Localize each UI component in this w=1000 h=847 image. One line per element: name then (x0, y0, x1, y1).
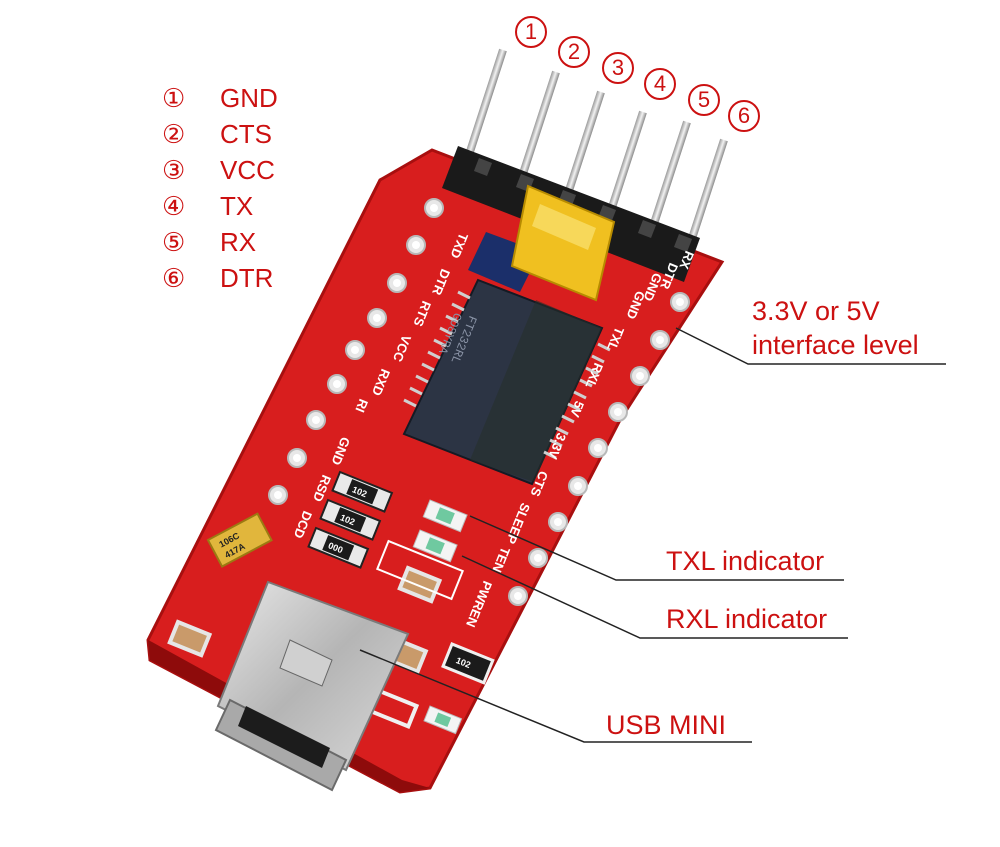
pin-number-3: 3 (602, 52, 634, 84)
header-pins (462, 48, 728, 256)
tantalum-capacitor: 106C 417A (206, 512, 273, 568)
legend-row: ④ TX (162, 188, 278, 224)
txl-indicator-callout: TXL indicator (666, 546, 825, 576)
header-pin-3 (560, 90, 605, 208)
pin-number-2: 2 (558, 36, 590, 68)
legend-row: ⑥ DTR (162, 260, 278, 296)
legend-label: GND (220, 83, 278, 113)
legend-number: ⑥ (162, 263, 186, 293)
header-pin-5 (646, 120, 691, 238)
header-pin-4 (602, 110, 647, 228)
legend-label: RX (220, 227, 257, 257)
chip-pins-right (543, 342, 611, 460)
header-pin-2 (515, 70, 560, 188)
pin-number-5: 5 (688, 84, 720, 116)
legend-label: CTS (220, 119, 272, 149)
usb-mini-callout: USB MINI (606, 710, 727, 740)
silk-ri: RI (352, 397, 371, 415)
silk-5v: 5V (567, 399, 587, 420)
legend-number: ② (162, 119, 186, 149)
txl-led (422, 499, 468, 533)
legend-row: ⑤ RX (162, 224, 278, 260)
legend-number: ⑤ (162, 227, 186, 257)
pin-number-6: 6 (728, 100, 760, 132)
legend-number: ③ (162, 155, 186, 185)
legend-number: ① (162, 83, 186, 113)
interface-level-callout: 3.3V or 5V interface level (752, 294, 919, 362)
legend-row: ① GND (162, 80, 278, 116)
header-pin-6 (683, 138, 728, 256)
rxl-indicator-callout: RXL indicator (666, 604, 828, 634)
rxl-led (412, 529, 458, 563)
legend-label: VCC (220, 155, 275, 185)
header-pin-1 (462, 48, 507, 166)
chip-pins-left (403, 290, 471, 408)
pinout-legend: ① GND ② CTS ③ VCC ④ TX ⑤ RX ⑥ DTR (162, 80, 278, 296)
interface-level-line-1: 3.3V or 5V (752, 296, 880, 326)
legend-row: ③ VCC (162, 152, 278, 188)
legend-label: TX (220, 191, 254, 221)
ceramic-capacitor-1 (167, 619, 213, 658)
legend-label: DTR (220, 263, 274, 293)
legend-number: ④ (162, 191, 186, 221)
pin-number-4: 4 (644, 68, 676, 100)
ceramic-capacitor-2 (397, 565, 443, 604)
pin-number-1: 1 (515, 16, 547, 48)
interface-level-line-2: interface level (752, 330, 919, 360)
silk-top-rx: RX (676, 249, 697, 272)
legend-row: ② CTS (162, 116, 278, 152)
